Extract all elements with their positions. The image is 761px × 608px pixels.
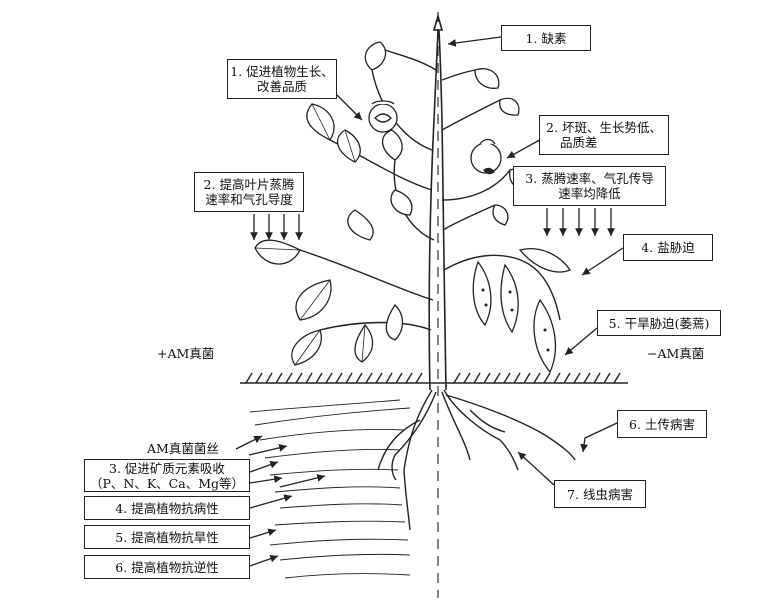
right-branches bbox=[441, 69, 561, 321]
label-promote-growth-line1: 1. 促进植物生长、 bbox=[230, 64, 334, 79]
label-nutrient-deficiency: 1. 缺素 bbox=[501, 25, 591, 51]
right-transpiration-arrows bbox=[543, 208, 615, 236]
label-drought-stress: 5. 干旱胁迫(萎蔫) bbox=[597, 310, 721, 336]
label-disease-resistance: 4. 提高植物抗病性 bbox=[84, 496, 250, 520]
healthy-fruit bbox=[368, 100, 398, 133]
damaged-fruit bbox=[470, 138, 502, 175]
label-necrosis-line2: 品质差 bbox=[560, 135, 598, 150]
label-mineral-uptake: 3. 促进矿质元素吸收（P、N、K、Ca、Mg等） bbox=[84, 459, 250, 492]
label-increase-transpiration: 2. 提高叶片蒸腾速率和气孔导度 bbox=[194, 172, 304, 212]
label-promote-growth: 1. 促进植物生长、改善品质 bbox=[227, 59, 337, 99]
label-mineral-uptake-line2: （P、N、K、Ca、Mg等） bbox=[89, 475, 244, 491]
label-necrosis-line1: 2. 坏斑、生长势低、 bbox=[546, 120, 662, 135]
left-leaf-veins bbox=[254, 103, 366, 366]
left-leader-lines bbox=[248, 444, 326, 488]
label-increase-transpiration-line1: 2. 提高叶片蒸腾 bbox=[203, 177, 295, 192]
label-stress-resistance: 6. 提高植物抗逆性 bbox=[84, 555, 250, 579]
right-leaves bbox=[472, 68, 571, 374]
right-leaf-spots bbox=[481, 288, 550, 352]
label-increase-transpiration-line2: 速率和气孔导度 bbox=[205, 192, 293, 207]
hyphae-label: AM真菌菌丝 bbox=[147, 441, 219, 456]
label-reduced-transpiration-line2: 速率均降低 bbox=[558, 186, 621, 201]
label-nematode-disease: 7. 线虫病害 bbox=[554, 480, 646, 508]
plus-am-label: +AM真菌 bbox=[157, 346, 215, 361]
soil-surface bbox=[240, 372, 628, 384]
label-drought-resistance: 5. 提高植物抗旱性 bbox=[84, 525, 250, 549]
label-salt-stress: 4. 盐胁迫 bbox=[623, 234, 713, 261]
label-promote-growth-line2: 改善品质 bbox=[256, 79, 307, 94]
leader-arrows bbox=[336, 36, 624, 486]
label-reduced-transpiration-line1: 3. 蒸腾速率、气孔传导 bbox=[525, 171, 654, 186]
label-necrosis: 2. 坏斑、生长势低、品质差 bbox=[539, 115, 669, 155]
label-mineral-uptake-line1: 3. 促进矿质元素吸收 bbox=[109, 460, 225, 476]
am-hyphae bbox=[249, 399, 411, 579]
root-system bbox=[377, 389, 576, 531]
plant-stem bbox=[428, 13, 447, 391]
label-reduced-transpiration: 3. 蒸腾速率、气孔传导速率均降低 bbox=[513, 166, 666, 206]
left-transpiration-arrows bbox=[250, 214, 303, 240]
label-soilborne-disease: 6. 土传病害 bbox=[617, 410, 707, 438]
hyphae-arrows bbox=[235, 435, 293, 567]
minus-am-label: −AM真菌 bbox=[647, 346, 705, 361]
